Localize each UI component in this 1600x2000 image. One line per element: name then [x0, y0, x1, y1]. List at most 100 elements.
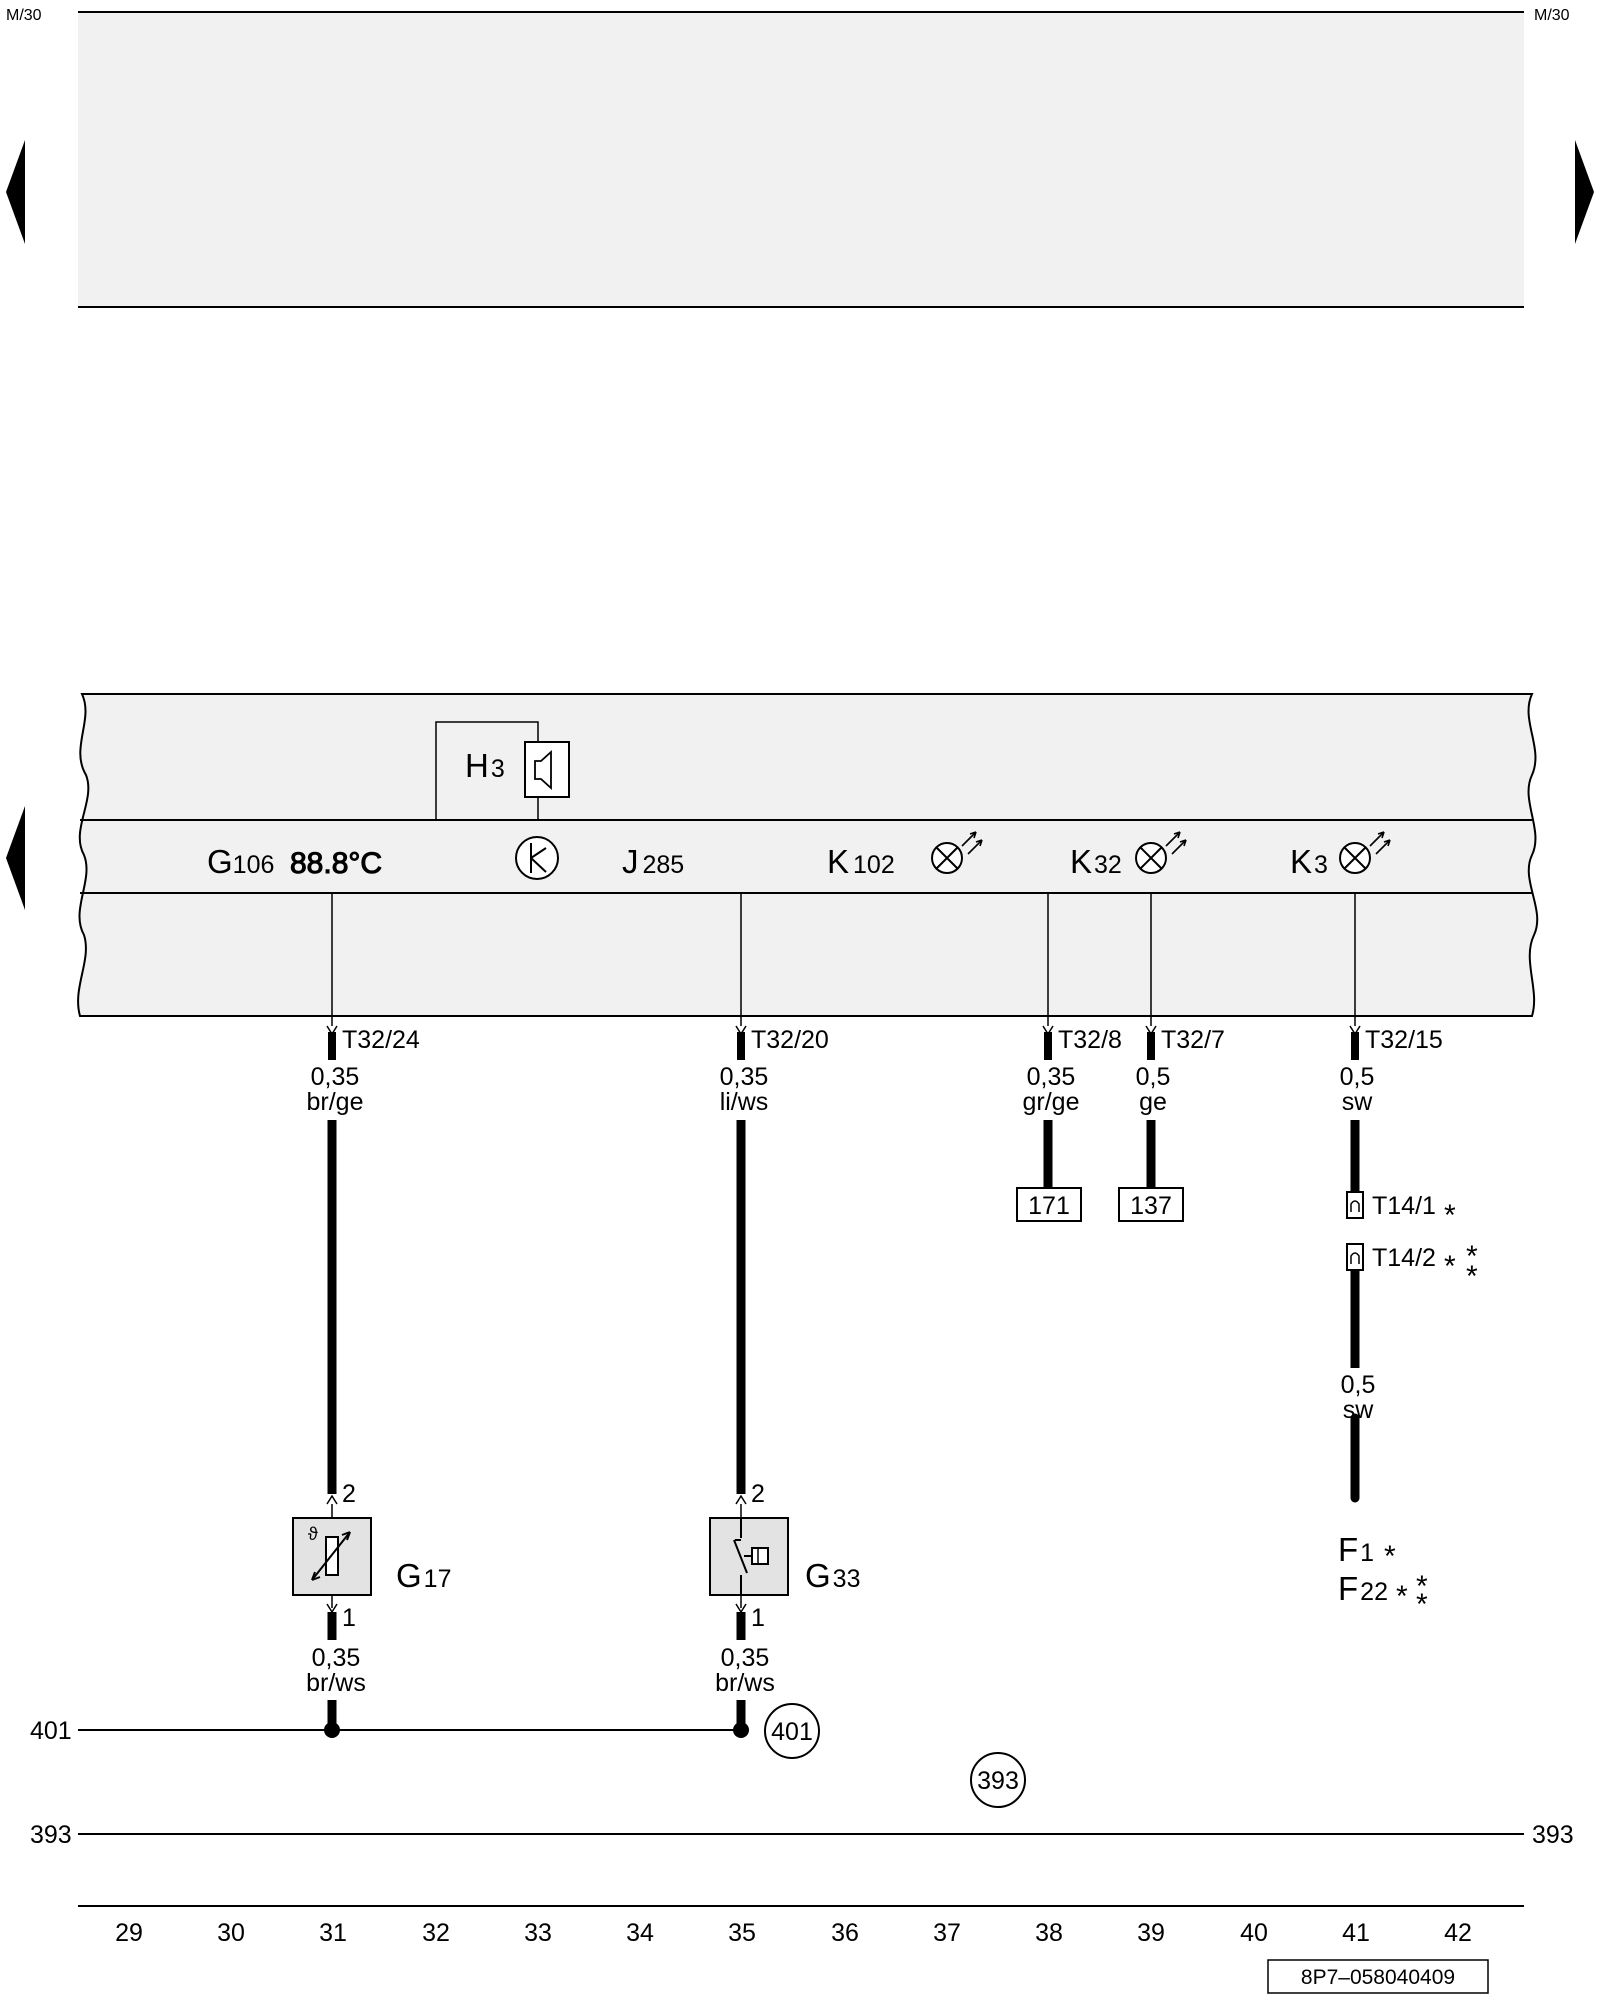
wire-color-t32-8: gr/ge [1023, 1088, 1080, 1116]
junction-dot-g33 [733, 1722, 749, 1738]
sensor-g33: 2 1 [709, 1480, 789, 1632]
warning-lamp-icon-k102 [931, 831, 983, 874]
svg-text:*: * [1466, 1260, 1478, 1293]
wire-size-t32-7: 0,5 [1136, 1063, 1171, 1091]
column-number: 42 [1444, 1919, 1472, 1947]
connector-pin-t32-20: T32/20 [735, 1025, 829, 1060]
wire-color-k3-lower: sw [1343, 1396, 1375, 1424]
connector-pin-t32-15: T32/15 [1349, 1025, 1443, 1060]
label-f22: F22 [1338, 1570, 1388, 1607]
ground-point-393[interactable] [970, 1752, 1026, 1808]
column-number: 31 [319, 1919, 347, 1947]
f22-star: * [1396, 1580, 1408, 1613]
wire-size-g17-bottom: 0,35 [312, 1644, 361, 1672]
page-prev-arrow-top[interactable] [6, 140, 25, 244]
svg-text:ϑ: ϑ [308, 1524, 318, 1544]
column-number: 29 [115, 1919, 143, 1947]
wire-color-t32-15: sw [1342, 1088, 1374, 1116]
ref-box-137[interactable] [1118, 1187, 1184, 1222]
ref-box-137-label: 137 [1130, 1192, 1172, 1220]
diagram-id: 8P7–058040409 [1301, 1966, 1455, 1989]
f1-star: * [1384, 1540, 1396, 1573]
label-k3: K3 [1290, 843, 1328, 880]
label-k32: K32 [1070, 843, 1122, 880]
sensor-g17: 2 ϑ 1 [292, 1480, 372, 1632]
column-number: 41 [1342, 1919, 1370, 1947]
label-g106: G106 [207, 843, 274, 880]
page-next-arrow-top[interactable] [1575, 140, 1594, 244]
wire-color-g33-bottom: br/ws [715, 1669, 775, 1697]
label-g33: G33 [805, 1557, 860, 1594]
column-number: 37 [933, 1919, 961, 1947]
ground-393-label-right: 393 [1532, 1821, 1574, 1849]
svg-text:T32/7: T32/7 [1161, 1026, 1225, 1054]
svg-text:*: * [1466, 1240, 1478, 1273]
ref-box-171-label: 171 [1028, 1192, 1070, 1220]
connector-pin-t32-7: T32/7 [1145, 1025, 1225, 1060]
ref-m30-left: M/30 [6, 7, 42, 24]
wire-size-g33-bottom: 0,35 [721, 1644, 770, 1672]
svg-text:T14/2: T14/2 [1372, 1244, 1436, 1272]
junction-dot-g17 [324, 1722, 340, 1738]
column-number: 30 [217, 1919, 245, 1947]
ref-box-171[interactable] [1016, 1187, 1082, 1222]
ground-point-401[interactable] [764, 1703, 820, 1759]
svg-text:*: * [1416, 1588, 1428, 1621]
gauge-icon [515, 836, 559, 880]
svg-text:2: 2 [751, 1480, 765, 1508]
column-number: 40 [1240, 1919, 1268, 1947]
column-number: 34 [626, 1919, 654, 1947]
warning-lamp-icon-k32 [1135, 831, 1187, 874]
h3-housing-line [435, 721, 539, 820]
svg-text:2: 2 [342, 1480, 356, 1508]
connector-t14-1: T14/1 * [1346, 1191, 1456, 1232]
wire-size-t32-15: 0,5 [1340, 1063, 1375, 1091]
column-number: 35 [728, 1919, 756, 1947]
ground-393-label-left: 393 [30, 1821, 72, 1849]
column-number: 32 [422, 1919, 450, 1947]
label-g17: G17 [396, 1557, 451, 1594]
wire-size-t32-8: 0,35 [1027, 1063, 1076, 1091]
gauge-needle [530, 843, 547, 873]
label-f1: F1 [1338, 1531, 1374, 1568]
svg-text:T14/1: T14/1 [1372, 1192, 1436, 1220]
svg-text:*: * [1444, 1250, 1456, 1283]
connector-t14-2: T14/2 * * * [1346, 1240, 1478, 1293]
column-number: 38 [1035, 1919, 1063, 1947]
top-panel [78, 12, 1524, 307]
svg-text:*: * [1444, 1199, 1456, 1232]
diagram-id-box [1267, 1959, 1489, 1994]
column-number: 36 [831, 1919, 859, 1947]
warning-lamp-icon-k3 [1339, 831, 1391, 874]
svg-text:T32/8: T32/8 [1058, 1026, 1122, 1054]
speaker-icon [534, 749, 552, 791]
instrument-cluster-panel [77, 693, 1539, 1017]
wire-color-t32-20: li/ws [720, 1088, 769, 1116]
svg-text:T32/24: T32/24 [342, 1026, 420, 1054]
wire-color-t32-7: ge [1139, 1088, 1167, 1116]
wire-size-k3-lower: 0,5 [1341, 1371, 1376, 1399]
ref-m30-right: M/30 [1534, 7, 1570, 24]
ground-401-label-left: 401 [30, 1717, 72, 1745]
column-number: 39 [1137, 1919, 1165, 1947]
svg-text:T32/20: T32/20 [751, 1026, 829, 1054]
ground-point-401-label: 401 [771, 1718, 813, 1746]
page-prev-arrow-cluster[interactable] [6, 806, 25, 910]
wire-size-t32-20: 0,35 [720, 1063, 769, 1091]
wire-size-t32-24: 0,35 [311, 1063, 360, 1091]
ground-point-393-label: 393 [977, 1767, 1019, 1795]
svg-text:1: 1 [342, 1604, 356, 1632]
column-number: 33 [524, 1919, 552, 1947]
lcd-display-icon: 88.8°C [290, 847, 382, 880]
connector-pin-t32-24: T32/24 [326, 1025, 420, 1060]
label-h3: H3 [465, 747, 505, 784]
wire-color-g17-bottom: br/ws [306, 1669, 366, 1697]
svg-text:*: * [1416, 1570, 1428, 1603]
connector-pin-t32-8: T32/8 [1042, 1025, 1122, 1060]
wire-color-t32-24: br/ge [307, 1088, 364, 1116]
column-numbers: 29 30 31 32 33 34 35 36 37 38 39 40 41 4… [115, 1919, 1472, 1947]
svg-text:T32/15: T32/15 [1365, 1026, 1443, 1054]
